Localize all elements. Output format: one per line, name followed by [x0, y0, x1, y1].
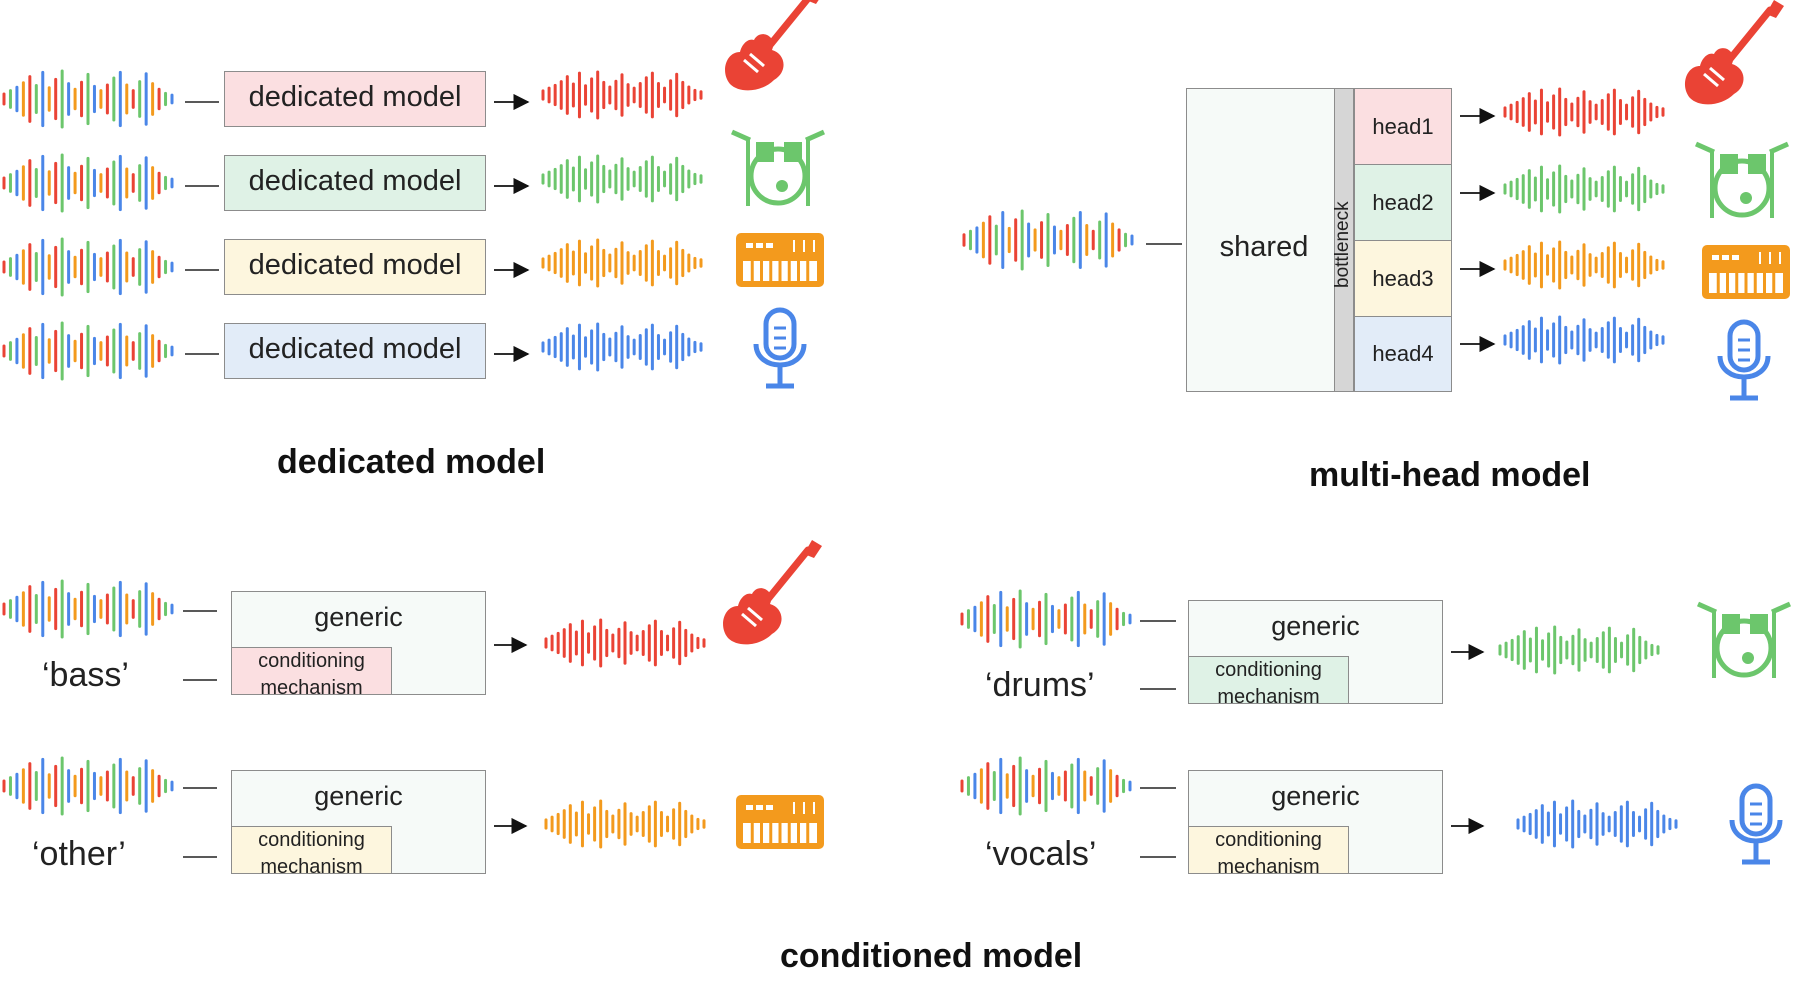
conditioning-line2: mechanism	[1217, 686, 1320, 708]
input-waveform-icon	[962, 209, 1134, 271]
dedicated-model-box-drums: dedicated model	[224, 155, 486, 211]
conditioning-mechanism-box-vocals: conditioning mechanism	[1188, 826, 1349, 878]
conditioning-mechanism-box-bass: conditioning mechanism	[231, 647, 392, 699]
head4-label: head4	[1372, 341, 1434, 366]
head3-box: head3	[1354, 240, 1452, 317]
keyboard-icon	[736, 233, 824, 287]
head4-box: head4	[1354, 316, 1452, 392]
conditioned-model-heading: conditioned model	[780, 937, 1083, 975]
dedicated-model-heading: dedicated model	[277, 443, 546, 481]
output-waveform-icon	[541, 154, 703, 204]
output-waveform-icon	[544, 799, 706, 849]
dedicated-model-box-keys: dedicated model	[224, 239, 486, 295]
dedicated-model-label: dedicated model	[248, 81, 462, 113]
output-waveform-icon	[1503, 240, 1665, 290]
head3-label: head3	[1372, 266, 1434, 291]
instrument-icons	[723, 0, 1792, 865]
dedicated-model-label: dedicated model	[248, 165, 462, 197]
drum-kit-icon	[1694, 141, 1790, 218]
head1-box: head1	[1354, 88, 1452, 165]
dedicated-model-label: dedicated model	[248, 333, 462, 365]
output-waveform-icon	[541, 70, 703, 120]
conditioning-line1: conditioning	[1215, 829, 1322, 851]
conditioning-line2: mechanism	[260, 677, 363, 699]
conditioning-mechanism-box-drums: conditioning mechanism	[1188, 656, 1349, 708]
head1-label: head1	[1372, 114, 1434, 139]
conditioning-line1: conditioning	[1215, 659, 1322, 681]
dedicated-model-label: dedicated model	[248, 249, 462, 281]
input-waveform-icon	[2, 69, 174, 129]
output-waveform-icon	[541, 238, 703, 288]
microphone-icon	[1717, 319, 1771, 401]
conditioning-line1: conditioning	[258, 829, 365, 851]
microphone-icon	[1729, 783, 1783, 865]
drum-kit-icon	[1696, 601, 1792, 678]
drum-kit-icon	[730, 129, 826, 206]
query-label-drums: ‘drums’	[985, 666, 1095, 704]
bottleneck-bar	[1334, 88, 1354, 392]
conditioning-line2: mechanism	[1217, 856, 1320, 878]
guitar-icon	[1685, 0, 1784, 105]
query-label-vocals: ‘vocals’	[985, 835, 1097, 873]
query-label-bass: ‘bass’	[42, 656, 129, 694]
conditioning-line1: conditioning	[258, 650, 365, 672]
guitar-icon	[725, 0, 819, 91]
keyboard-icon	[1702, 245, 1790, 299]
connector-lines	[183, 93, 1496, 858]
multi-head-model-heading: multi-head model	[1309, 456, 1591, 494]
output-waveform-icon	[1516, 799, 1678, 849]
head2-box: head2	[1354, 164, 1452, 241]
head2-label: head2	[1372, 190, 1434, 215]
generic-label: generic	[1271, 611, 1360, 641]
output-waveform-icon	[1503, 164, 1665, 214]
query-label-other: ‘other’	[32, 835, 126, 873]
guitar-icon	[723, 540, 822, 645]
conditioning-mechanism-box-other: conditioning mechanism	[231, 826, 392, 878]
shared-label: shared	[1219, 231, 1309, 263]
output-waveform-icon	[1503, 315, 1665, 365]
output-waveform-icon	[1503, 87, 1665, 137]
input-waveform-icon	[2, 321, 174, 381]
input-waveform-icon	[2, 237, 174, 297]
microphone-icon	[753, 307, 807, 389]
dedicated-model-box-guitar: dedicated model	[224, 71, 486, 127]
output-waveform-icon	[541, 322, 703, 372]
waveforms	[2, 69, 1678, 849]
output-waveform-icon	[544, 618, 706, 668]
input-waveform-icon	[960, 589, 1132, 649]
dedicated-model-box-vocals: dedicated model	[224, 323, 486, 379]
conditioning-line2: mechanism	[260, 856, 363, 878]
input-waveform-icon	[960, 756, 1132, 816]
generic-label: generic	[1271, 781, 1360, 811]
bottleneck-label: bottleneck	[1332, 201, 1353, 288]
input-waveform-icon	[2, 153, 174, 213]
generic-label: generic	[314, 781, 403, 811]
keyboard-icon	[736, 795, 824, 849]
output-waveform-icon	[1498, 625, 1660, 675]
input-waveform-icon	[2, 756, 174, 816]
input-waveform-icon	[2, 579, 174, 639]
generic-label: generic	[314, 602, 403, 632]
